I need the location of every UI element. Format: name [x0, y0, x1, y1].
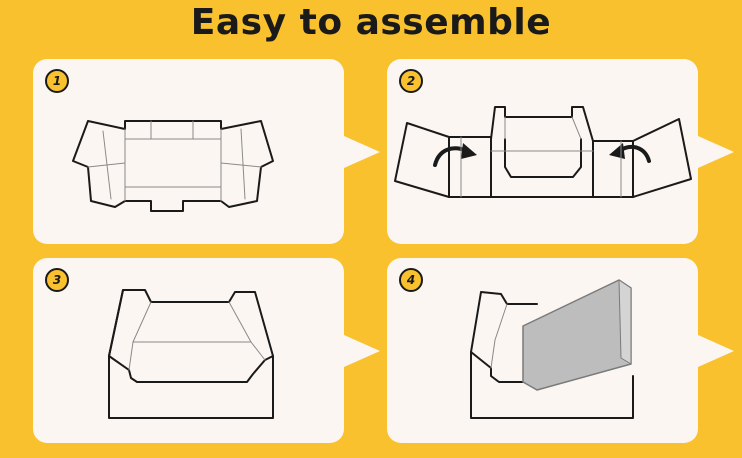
step-1-badge: 1	[45, 69, 69, 93]
box-with-lid-illustration	[470, 279, 634, 419]
unfolded-box-illustration	[72, 120, 274, 212]
step-3-badge: 3	[45, 268, 69, 292]
step-1-pointer	[344, 136, 380, 168]
page-title: Easy to assemble	[190, 2, 552, 43]
step-3-panel: 3	[33, 258, 344, 443]
assembled-box-illustration	[108, 289, 274, 419]
step-3-pointer	[344, 335, 380, 367]
step-4-panel: 4	[387, 258, 698, 443]
step-4-badge: 4	[399, 268, 423, 292]
step-2-pointer	[698, 136, 734, 168]
step-2-panel: 2	[387, 59, 698, 244]
step-1-panel: 1	[33, 59, 344, 244]
step-2-badge: 2	[399, 69, 423, 93]
lid-shape	[522, 279, 632, 391]
step-4-pointer	[698, 335, 734, 367]
folding-box-illustration	[394, 106, 692, 198]
